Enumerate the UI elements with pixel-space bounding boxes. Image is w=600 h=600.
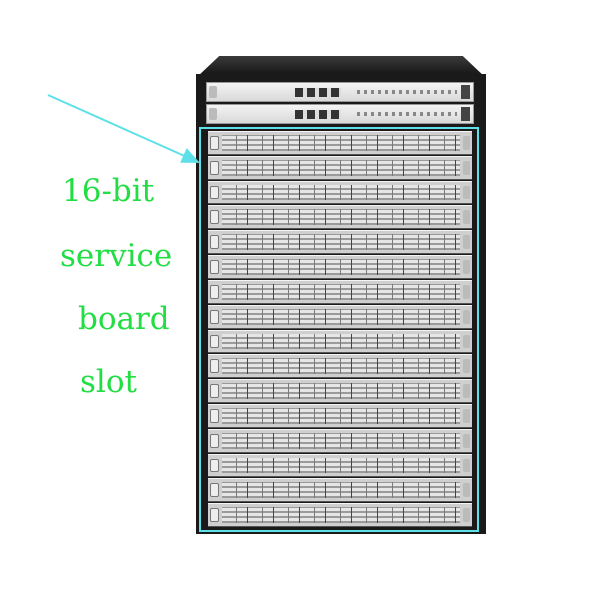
service-board-slot xyxy=(208,379,472,403)
slot-lever-right xyxy=(463,160,470,175)
service-board-slot xyxy=(208,453,472,478)
service-board-slot xyxy=(208,329,472,354)
mpu-slot xyxy=(206,82,474,102)
mpu-logo xyxy=(461,85,470,99)
slot-ports xyxy=(222,358,460,375)
label-line-1: 16-bit xyxy=(62,173,155,209)
slot-lever-right xyxy=(463,260,470,274)
slot-lever xyxy=(210,483,219,498)
service-board-slot xyxy=(208,230,472,255)
slot-ports xyxy=(222,457,460,474)
slot-ports xyxy=(222,383,460,399)
slot-lever-right xyxy=(463,309,470,324)
service-board-slot xyxy=(208,304,472,329)
slot-lever-right xyxy=(463,508,470,522)
slot-lever-right xyxy=(463,433,470,448)
slot-lever-right xyxy=(463,334,470,349)
mpu-slot xyxy=(206,104,474,124)
mpu-leds xyxy=(357,90,457,94)
slot-lever-right xyxy=(463,359,470,374)
chassis-top xyxy=(196,56,486,78)
service-board-slot xyxy=(208,155,472,180)
slot-lever-right xyxy=(463,458,470,473)
mpu-leds xyxy=(357,112,457,116)
slot-ports xyxy=(222,308,460,325)
slot-lever-right xyxy=(463,483,470,498)
label-line-4: slot xyxy=(80,364,137,400)
service-board-slot xyxy=(208,503,472,527)
slot-lever xyxy=(210,384,219,398)
service-board-slot xyxy=(208,354,472,379)
slot-lever xyxy=(210,210,219,225)
mpu-handle xyxy=(209,108,217,120)
mpu-handle xyxy=(209,86,217,98)
slot-ports xyxy=(222,283,460,300)
slot-lever xyxy=(210,160,219,175)
slot-ports xyxy=(222,482,460,499)
service-board-slot xyxy=(208,131,472,155)
service-board-slot xyxy=(208,403,472,428)
slot-lever xyxy=(210,309,219,324)
slot-lever-right xyxy=(463,185,470,200)
slot-lever xyxy=(210,260,219,274)
slot-ports xyxy=(222,135,460,151)
slot-lever xyxy=(210,334,219,349)
label-line-3: board xyxy=(78,301,170,337)
arrow-line xyxy=(47,94,200,163)
service-board-slot xyxy=(208,428,472,453)
slot-lever-right xyxy=(463,284,470,299)
slot-lever xyxy=(210,359,219,374)
slot-lever xyxy=(210,136,219,150)
slot-lever xyxy=(210,284,219,299)
slot-lever xyxy=(210,408,219,423)
slot-ports xyxy=(222,259,460,275)
slot-ports xyxy=(222,507,460,523)
mpu-ports xyxy=(295,110,341,119)
slot-lever xyxy=(210,433,219,448)
label-line-2: service xyxy=(60,238,173,274)
slot-ports xyxy=(222,184,460,201)
slot-ports xyxy=(222,333,460,350)
slot-lever-right xyxy=(463,235,470,250)
service-board-slot xyxy=(208,255,472,279)
slot-ports xyxy=(222,407,460,424)
service-board-slot xyxy=(208,279,472,304)
slot-lever-right xyxy=(463,136,470,150)
slot-lever xyxy=(210,185,219,200)
service-slot-highlight-box xyxy=(199,127,479,532)
slot-lever-right xyxy=(463,210,470,225)
service-board-slot xyxy=(208,205,472,230)
slot-lever xyxy=(210,458,219,473)
slot-lever-right xyxy=(463,408,470,423)
slot-ports xyxy=(222,159,460,176)
service-board-slot xyxy=(208,180,472,205)
slot-ports xyxy=(222,432,460,449)
slot-ports xyxy=(222,234,460,251)
slot-lever xyxy=(210,235,219,250)
slot-lever-right xyxy=(463,384,470,398)
service-board-slot xyxy=(208,478,472,503)
slot-lever xyxy=(210,508,219,522)
slot-ports xyxy=(222,209,460,226)
mpu-ports xyxy=(295,88,341,97)
mpu-logo xyxy=(461,107,470,121)
